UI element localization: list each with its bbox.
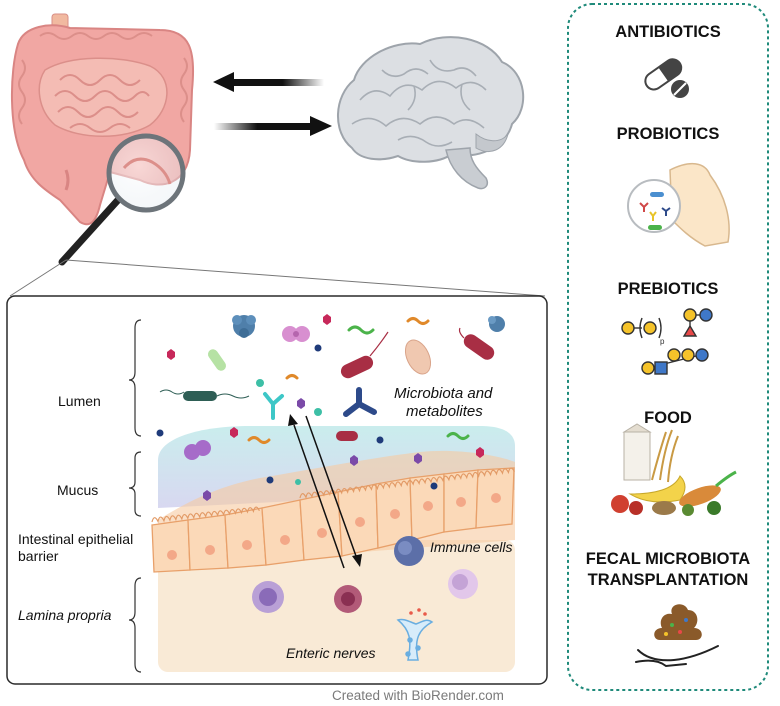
pill-icon bbox=[644, 58, 689, 98]
probiotics-title: PROBIOTICS bbox=[616, 125, 720, 143]
svg-text:p: p bbox=[660, 337, 665, 346]
layer-braces bbox=[128, 319, 142, 673]
probiotics-icon bbox=[627, 163, 730, 247]
immune-cells-label: Immune cells bbox=[430, 539, 513, 555]
prebiotics-title: PREBIOTICS bbox=[617, 280, 719, 298]
bacteria-icon bbox=[159, 389, 250, 401]
magnifier-icon bbox=[58, 133, 186, 266]
lumen-label: Lumen bbox=[58, 393, 101, 409]
bacteria-icon bbox=[347, 325, 375, 335]
virus-icon bbox=[488, 316, 505, 332]
epithelial-label-line1: Intestinal epithelial bbox=[18, 531, 134, 547]
credit-text: Created with BioRender.com bbox=[332, 688, 504, 703]
food-icon bbox=[611, 423, 737, 516]
gut-brain-arrows bbox=[213, 72, 332, 136]
microbiota-label-line2: metabolites bbox=[406, 403, 483, 420]
bacteria-icon bbox=[406, 317, 430, 325]
bacteria-icon bbox=[404, 339, 432, 375]
food-title: FOOD bbox=[644, 409, 692, 427]
immune-cells bbox=[252, 536, 478, 613]
fmt-icon bbox=[635, 604, 719, 668]
virus-icon bbox=[232, 315, 256, 338]
epithelial-label-line2: barrier bbox=[18, 548, 59, 564]
enteric-nerve-icon bbox=[396, 618, 434, 661]
microbiota-cluster bbox=[156, 314, 505, 501]
enteric-nerves-label: Enteric nerves bbox=[286, 645, 376, 661]
microbiota-label-line1: Microbiota and bbox=[394, 385, 493, 402]
bacteria-icon bbox=[184, 440, 211, 460]
bacteria-icon bbox=[282, 326, 310, 342]
lamina-propria-label: Lamina propria bbox=[18, 607, 112, 623]
antibody-icon bbox=[343, 387, 377, 417]
prebiotics-icon: p bbox=[621, 308, 713, 375]
brain-illustration bbox=[337, 36, 525, 190]
translocation-arrows bbox=[288, 414, 362, 569]
antibiotics-title: ANTIBIOTICS bbox=[615, 23, 721, 41]
bacteria-icon bbox=[340, 331, 389, 379]
bacteria-icon bbox=[458, 327, 495, 360]
antibody-icon bbox=[263, 392, 284, 420]
fmt-title-line1: FECAL MICROBIOTA bbox=[585, 550, 751, 568]
zoom-lines bbox=[9, 259, 546, 297]
mucus-label: Mucus bbox=[57, 482, 99, 498]
fmt-title-line2: TRANSPLANTATION bbox=[587, 571, 749, 589]
